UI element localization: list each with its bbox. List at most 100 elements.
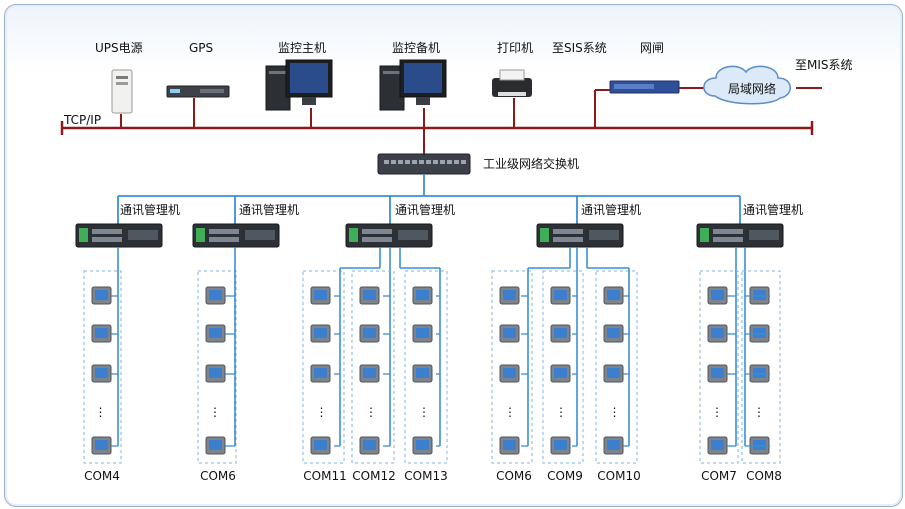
switch-port xyxy=(454,160,459,164)
meter-screen xyxy=(363,290,376,300)
switch-port xyxy=(461,160,466,164)
meter-screen xyxy=(753,328,766,338)
power-meter-icon xyxy=(91,436,112,455)
bus-label: TCP/IP xyxy=(63,113,101,127)
switch-port xyxy=(398,160,403,164)
meter-group-box xyxy=(197,270,237,464)
power-meter-icon xyxy=(310,364,331,383)
power-meter-icon xyxy=(550,286,571,305)
meter-screen xyxy=(503,328,516,338)
gps-label: GPS xyxy=(189,41,213,55)
com-port-label: COM9 xyxy=(547,469,583,483)
meter-screen xyxy=(711,328,724,338)
com-port-label: COM12 xyxy=(352,469,395,483)
com-port-label: COM4 xyxy=(84,469,120,483)
communication-manager-icon xyxy=(192,223,280,248)
manager-ports xyxy=(362,237,392,242)
manager-label: 通讯管理机 xyxy=(120,202,180,217)
meter-group-box xyxy=(699,270,739,464)
meter-screen xyxy=(95,290,108,300)
ellipsis-marker: ⋮ xyxy=(95,405,107,419)
meter-group-box xyxy=(595,270,638,464)
power-meter-icon xyxy=(550,324,571,343)
meter-screen xyxy=(209,290,222,300)
manager-terminals xyxy=(589,230,619,240)
meter-screen xyxy=(753,368,766,378)
manager-label: 通讯管理机 xyxy=(581,202,641,217)
meter-screen xyxy=(554,440,567,450)
power-meter-icon xyxy=(412,324,433,343)
power-meter-icon xyxy=(499,324,520,343)
printer-tray xyxy=(498,92,526,96)
switch-port xyxy=(440,160,445,164)
manager-led-panel xyxy=(540,228,549,242)
lan-cloud-icon xyxy=(703,65,791,105)
ellipsis-marker: ⋮ xyxy=(753,405,765,419)
power-meter-icon xyxy=(550,436,571,455)
communication-manager-icon xyxy=(345,223,433,248)
power-meter-icon xyxy=(205,436,226,455)
meter-screen xyxy=(95,368,108,378)
switch-port xyxy=(433,160,438,164)
manager-led-panel xyxy=(700,228,709,242)
power-meter-icon xyxy=(707,436,728,455)
ups-label: UPS电源 xyxy=(95,41,143,55)
ellipsis-marker: ⋮ xyxy=(555,405,567,419)
meter-screen xyxy=(607,328,620,338)
meter-screen xyxy=(711,368,724,378)
meter-screen xyxy=(554,290,567,300)
communication-manager-icon xyxy=(536,223,624,248)
manager-ports xyxy=(362,229,392,234)
meter-screen xyxy=(363,328,376,338)
meter-screen xyxy=(314,328,327,338)
com-port-label: COM13 xyxy=(404,469,447,483)
power-meter-icon xyxy=(205,324,226,343)
meter-screen xyxy=(753,440,766,450)
power-meter-icon xyxy=(412,436,433,455)
drive-bay xyxy=(383,71,401,74)
power-meter-icon xyxy=(603,286,624,305)
switch-port xyxy=(384,160,389,164)
com-port-label: COM6 xyxy=(200,469,236,483)
backup-host-computer-icon xyxy=(379,59,447,111)
gateway-ports xyxy=(614,84,654,89)
ups-body xyxy=(111,69,133,114)
ups-icon xyxy=(111,69,133,114)
lan-label: 局域网络 xyxy=(728,81,776,96)
meter-group-box xyxy=(741,270,781,464)
network-switch-icon xyxy=(377,153,471,175)
meter-screen xyxy=(314,440,327,450)
power-meter-icon xyxy=(707,286,728,305)
com-port-label: COM6 xyxy=(496,469,532,483)
meter-screen xyxy=(314,290,327,300)
power-meter-icon xyxy=(359,364,380,383)
meter-group-box xyxy=(302,270,345,464)
power-meter-icon xyxy=(91,324,112,343)
switch-port xyxy=(391,160,396,164)
power-meter-icon xyxy=(499,436,520,455)
power-meter-icon xyxy=(603,324,624,343)
gps-body xyxy=(166,85,230,98)
monitor-stand xyxy=(416,97,430,105)
meter-screen xyxy=(503,290,516,300)
meter-screen xyxy=(209,328,222,338)
power-meter-icon xyxy=(499,286,520,305)
meter-screen xyxy=(503,440,516,450)
switch-port xyxy=(426,160,431,164)
printer-label: 打印机 xyxy=(497,41,533,55)
screen xyxy=(290,63,328,93)
meter-screen xyxy=(209,368,222,378)
manager-terminals xyxy=(398,230,428,240)
ellipsis-marker: ⋮ xyxy=(418,405,430,419)
power-meter-icon xyxy=(499,364,520,383)
drive-bay xyxy=(269,71,287,74)
power-meter-icon xyxy=(359,436,380,455)
sis-label: 至SIS系统 xyxy=(552,41,607,55)
power-meter-icon xyxy=(359,286,380,305)
power-meter-icon xyxy=(310,286,331,305)
main-host-label: 监控主机 xyxy=(278,41,326,55)
communication-manager-icon xyxy=(696,223,784,248)
gps-ports xyxy=(200,89,224,93)
power-meter-icon xyxy=(91,286,112,305)
